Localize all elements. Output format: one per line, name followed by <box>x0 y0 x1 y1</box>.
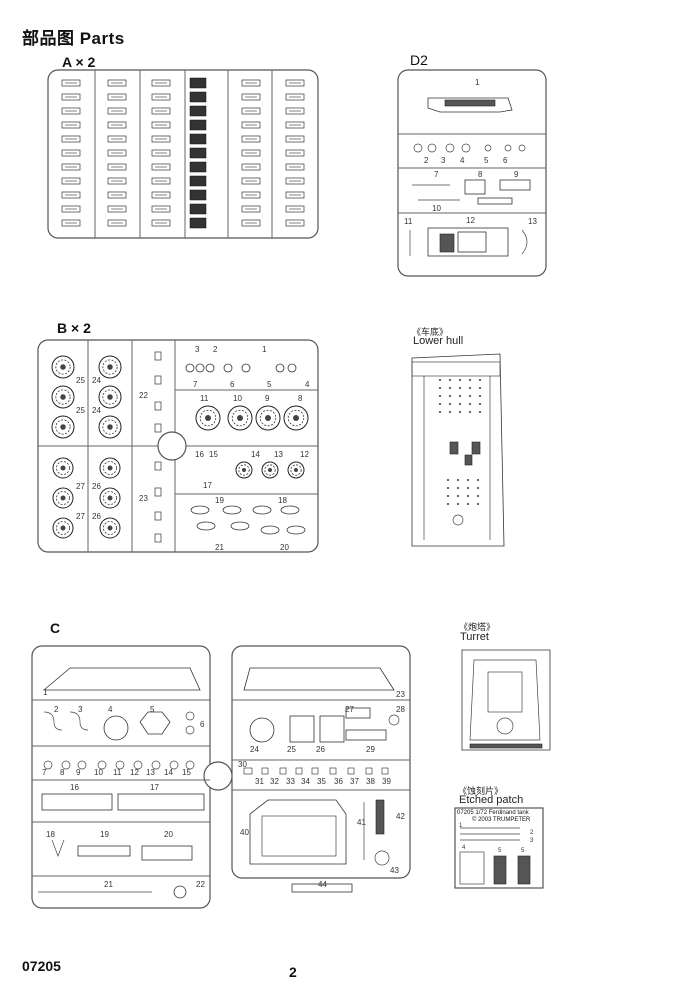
etched-sheet-header: 07205 1/72 Ferdinand tank <box>457 810 529 816</box>
sprue-a-letter: A <box>62 54 72 70</box>
sprue-c-label: C <box>50 620 61 636</box>
etched-en-label: Etched patch <box>459 794 524 806</box>
product-code: 07205 <box>22 958 61 974</box>
etched-cn-label: 《蚀刻片》 <box>458 786 504 796</box>
turret-cn-label: 《炮塔》 <box>459 622 496 632</box>
sprue-d2-label: D2 <box>410 52 428 68</box>
etched-sheet-copyright: © 2003 TRUMPETER <box>472 817 531 823</box>
sprue-b-letter: B <box>57 320 68 336</box>
sprue-a-multiplier: × 2 <box>75 54 96 70</box>
page-number: 2 <box>289 964 297 980</box>
sprue-b-multiplier: × 2 <box>71 320 91 336</box>
lower-hull-en-label: Lower hull <box>413 335 464 347</box>
turret-en-label: Turret <box>460 631 489 643</box>
page-title: 部品图 Parts <box>22 29 125 48</box>
lower-hull-cn-label: 《车底》 <box>412 327 449 337</box>
sprue-a-label: A × 2 <box>62 54 95 70</box>
sprue-b-label: B × 2 <box>57 320 91 336</box>
